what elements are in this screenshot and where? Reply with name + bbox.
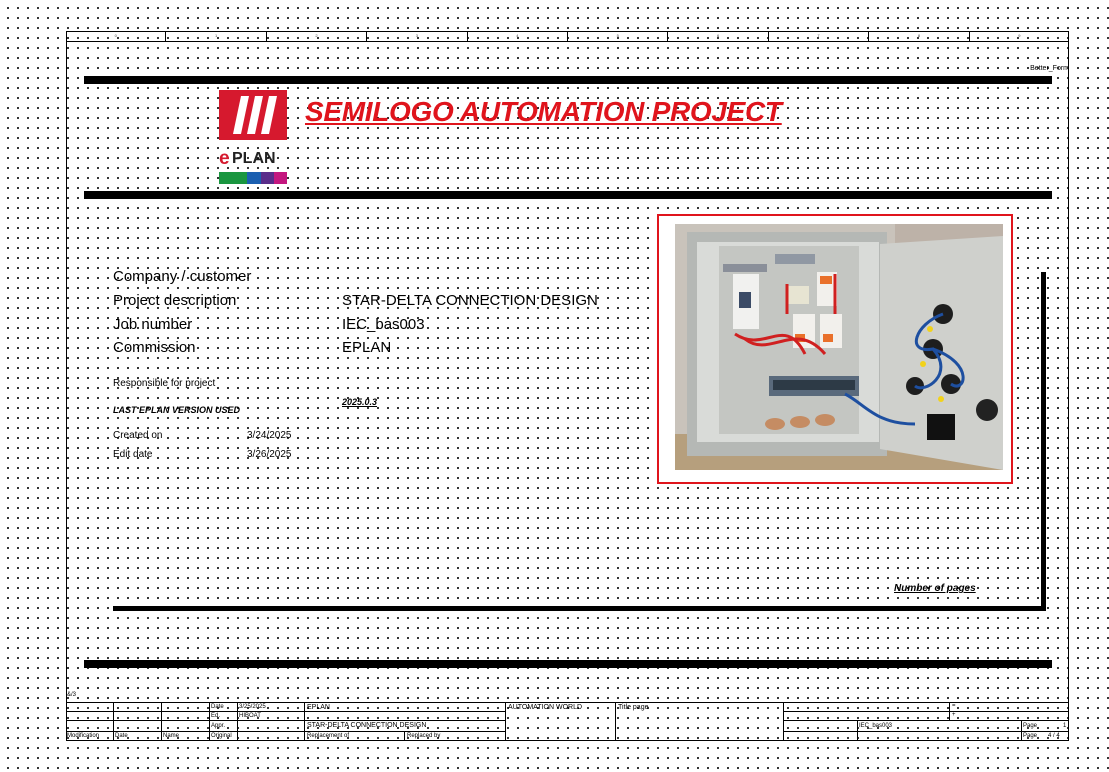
tb-col-line <box>1021 720 1022 741</box>
created-label: Created on <box>113 430 163 441</box>
top-bar <box>84 76 1052 84</box>
project-description-label: Project description <box>113 292 237 309</box>
ruler-cell: 0 <box>66 31 167 41</box>
tb-top-line <box>66 702 1069 703</box>
tb-col-line <box>949 702 950 720</box>
tb-row-line <box>66 720 506 721</box>
previous-page-ref: &/3 <box>67 692 77 698</box>
created-value: 3/24/2025 <box>247 430 292 441</box>
tb-col-line <box>304 702 305 741</box>
tb-col-line <box>161 702 162 741</box>
tb-col-line <box>505 702 506 741</box>
tb-plus-sign: + <box>952 712 956 718</box>
tb-description: STAR-DELTA CONNECTION DESIGN <box>307 722 427 729</box>
ruler-cell: 8 <box>869 31 970 41</box>
tb-row-line <box>783 711 1069 712</box>
edit-date-value: 3/26/2025 <box>247 449 292 460</box>
ruler-cell: 6 <box>668 31 769 41</box>
tb-col-line <box>404 731 405 741</box>
tb-company: EPLAN <box>307 704 330 711</box>
tb-date-col-label: Date <box>115 733 128 739</box>
ruler-cell: 2 <box>267 31 368 41</box>
tb-col-line <box>209 702 210 741</box>
edit-date-label: Edit date <box>113 449 153 460</box>
job-number-value: IEC_bas003 <box>342 316 425 333</box>
tb-col-line <box>113 702 114 741</box>
tb-row-line <box>66 711 506 712</box>
tb-replacement-label: Replacement of <box>307 733 350 739</box>
project-title: SEMILOGO AUTOMATION PROJECT <box>305 96 782 127</box>
tb-col-line <box>237 702 238 741</box>
number-of-pages-label: Number of pages <box>894 583 976 594</box>
right-vertical-bar <box>1041 272 1046 611</box>
tb-row-line <box>783 731 1069 732</box>
tb-name-label: Name <box>163 733 180 739</box>
header-bar <box>84 191 1052 199</box>
svg-text:e: e <box>219 148 230 169</box>
tb-col-line <box>615 702 616 741</box>
tb-customer: AUTOMATION WORLD <box>508 704 583 711</box>
ruler-cell: 1 <box>166 31 267 41</box>
version-value: 2025.0.3 <box>342 397 378 407</box>
control-panel-photo <box>675 224 1003 470</box>
tb-page-label: Page <box>1023 723 1038 729</box>
tb-date-label: Date <box>211 704 224 710</box>
tb-row-line <box>66 731 506 732</box>
commission-label: Commission <box>113 339 196 356</box>
tb-page2-value: 4 / 4 <box>1048 733 1060 739</box>
version-label: LAST EPLAN VERSION USED <box>113 405 241 415</box>
ruler-cell: 5 <box>568 31 669 41</box>
job-number-label: Job number <box>113 316 193 333</box>
tb-page-title: Title page <box>618 704 649 711</box>
ruler-cell: 3 <box>367 31 468 41</box>
bottom-bar <box>84 660 1052 668</box>
tb-ed-label: Ed. <box>211 713 221 719</box>
ruler-cell: 7 <box>769 31 870 41</box>
tb-col-line <box>783 702 784 741</box>
tb-eq-sign: = <box>952 703 956 709</box>
tb-replaced-label: Replaced by <box>407 733 441 739</box>
company-label: Company / customer <box>113 268 252 285</box>
tb-row-line <box>783 720 1069 721</box>
ruler-cell: 4 <box>468 31 569 41</box>
tb-ed-value: HIBOAT <box>239 713 261 719</box>
ruler-cell: 9 <box>1018 33 1021 38</box>
responsible-label: Responsible for project <box>113 378 216 389</box>
tb-job: IEC_bas003 <box>859 723 893 729</box>
tb-page-value: 1 <box>1063 723 1067 729</box>
tb-original-label: Original <box>211 733 232 739</box>
tb-appr-label: Appr. <box>211 723 226 729</box>
svg-text:PLAN: PLAN <box>232 150 276 167</box>
project-description-value: STAR-DELTA CONNECTION DESIGN <box>342 292 598 309</box>
tb-date-value: 3/25/2025 <box>239 704 266 710</box>
commission-value: EPLAN <box>342 339 392 356</box>
pages-underline-bar <box>113 606 1046 611</box>
column-ruler: 0 1 2 3 4 5 6 7 8 9 <box>66 31 1069 42</box>
tb-col-line <box>857 720 858 741</box>
form-name: Better_Form <box>1030 65 1069 72</box>
eplan-logo: e PLAN <box>219 90 287 185</box>
tb-modification-label: Modification <box>67 733 100 739</box>
tb-page2-label: Page <box>1023 733 1038 739</box>
